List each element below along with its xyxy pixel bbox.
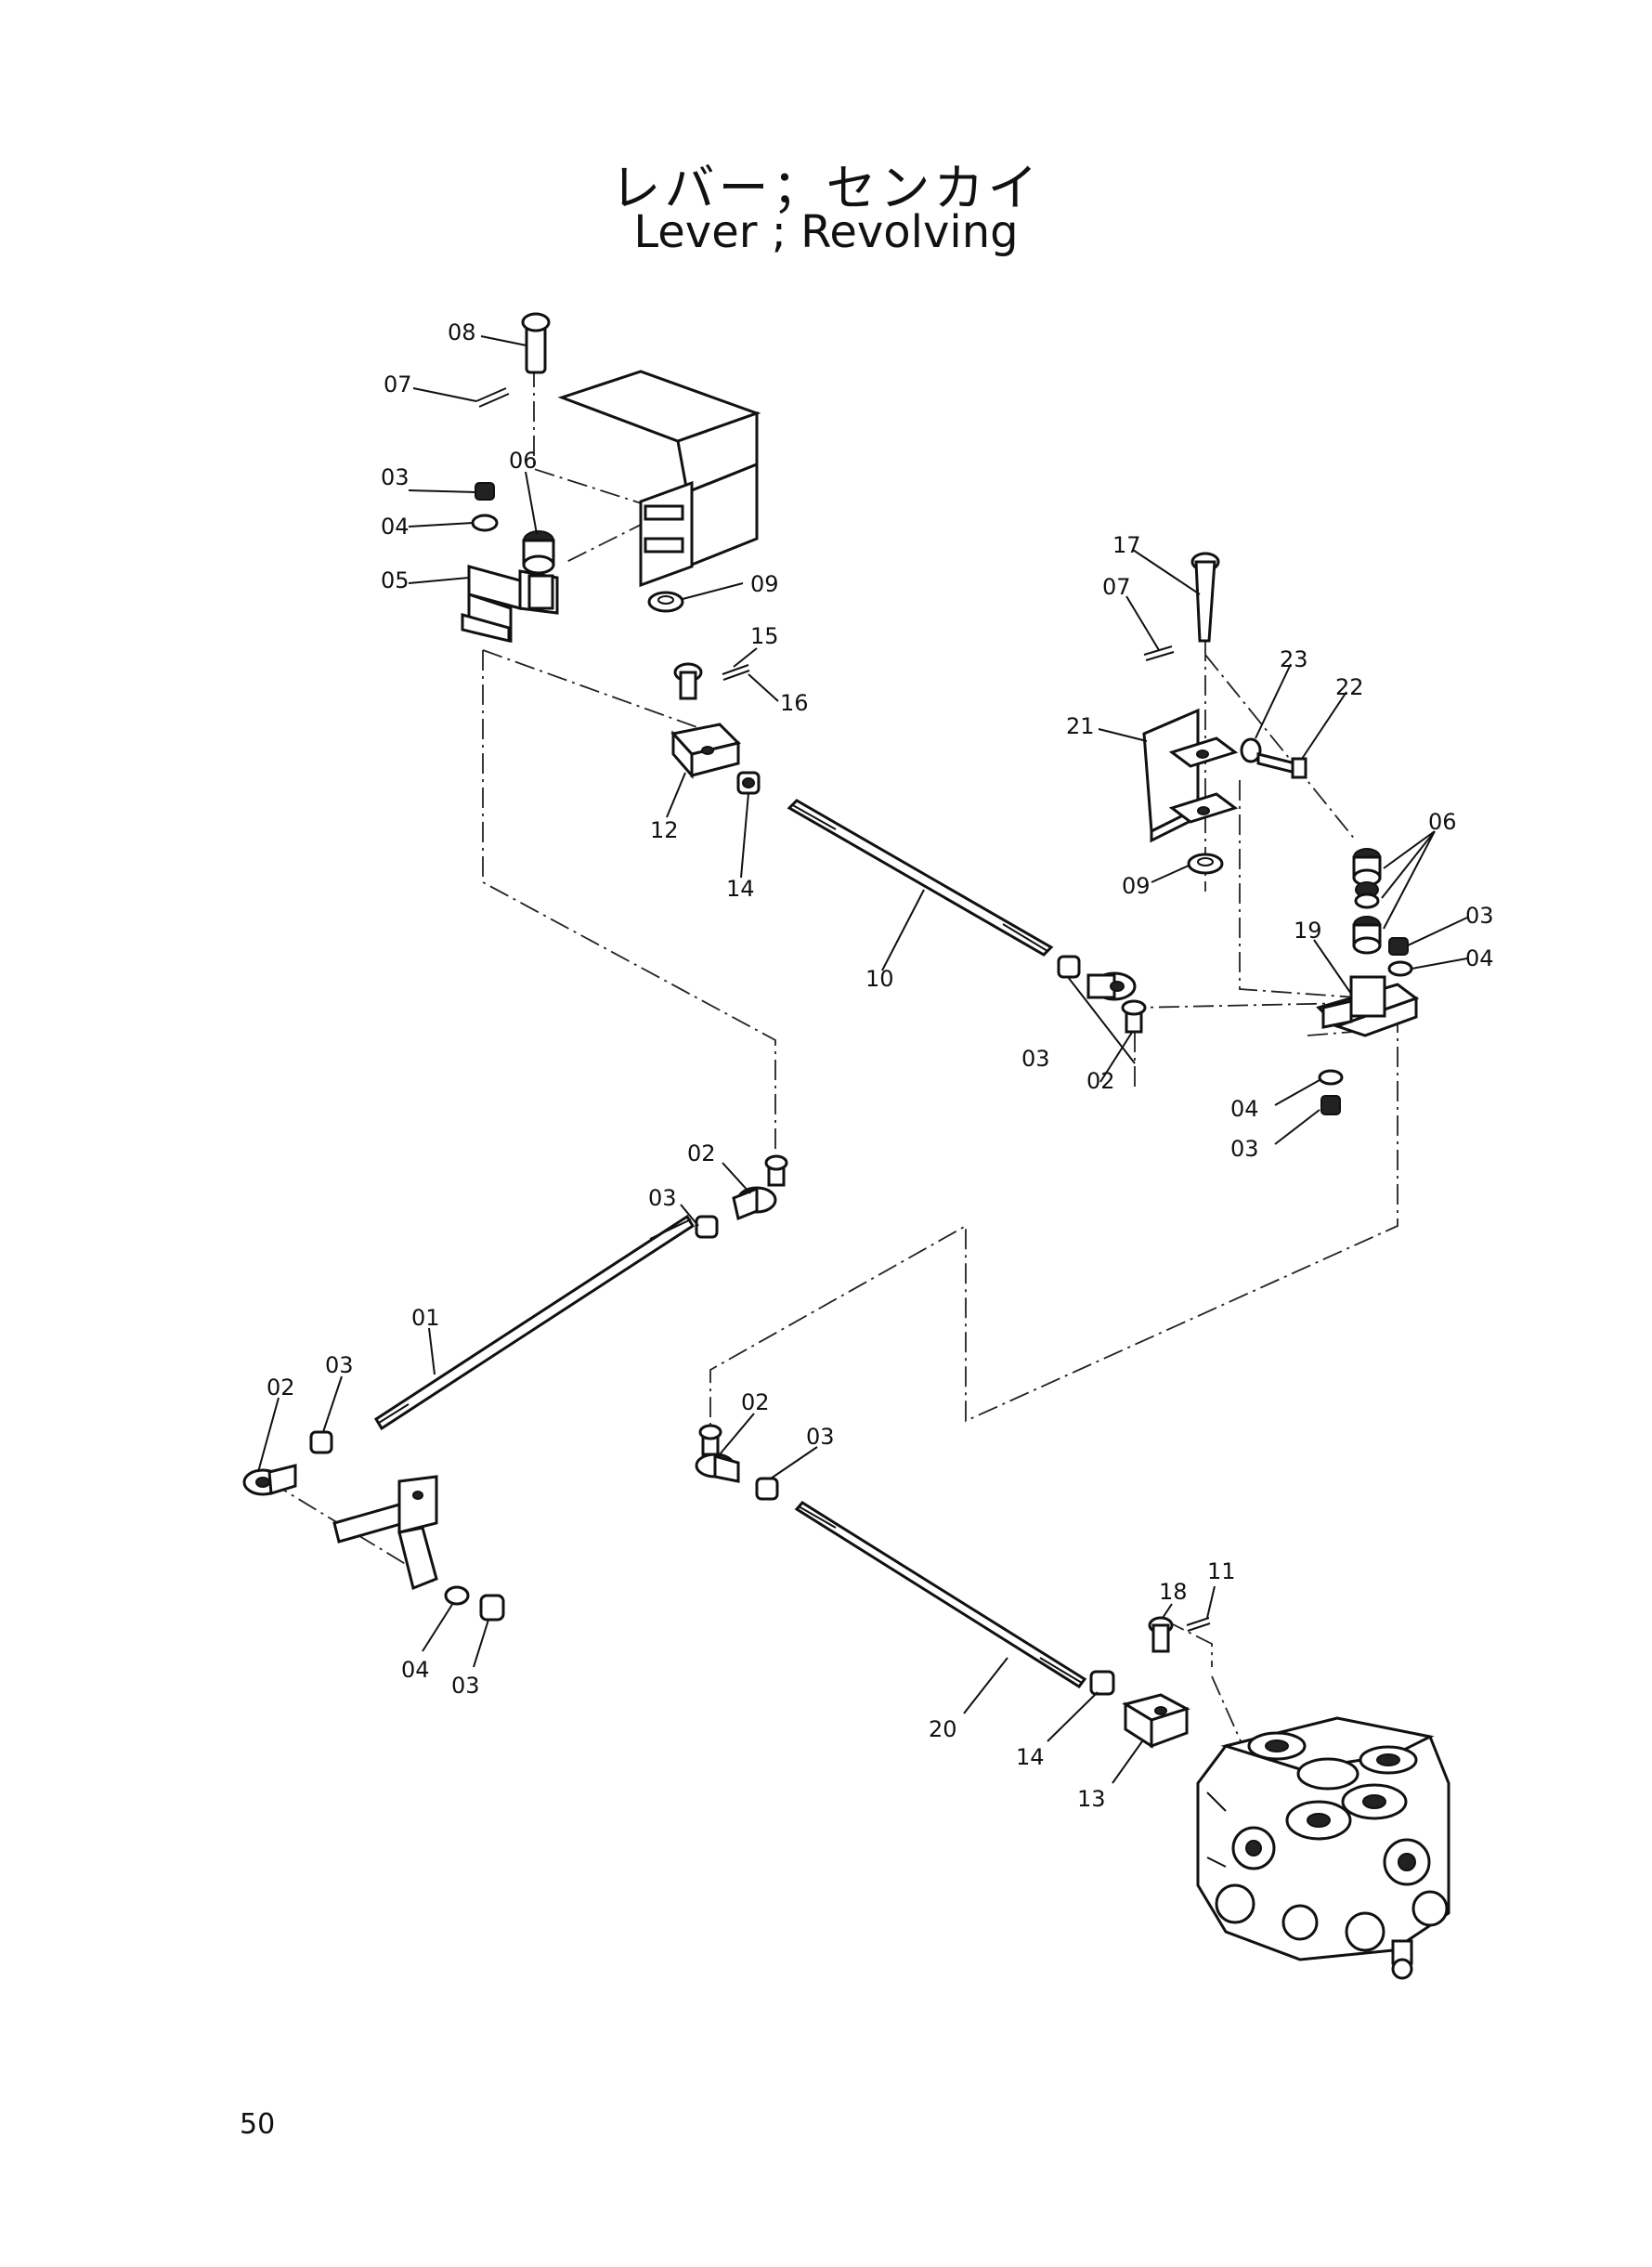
callout-21: 21 [1066,713,1095,739]
callout-22: 22 [1335,674,1364,700]
callout-18: 18 [1159,1579,1188,1605]
callout-23: 23 [1280,646,1308,672]
callout-03: 03 [806,1424,835,1450]
callout-14: 14 [1016,1744,1045,1770]
callout-10: 10 [865,966,894,992]
callout-03: 03 [1021,1046,1050,1072]
right-bracket-assembly [1142,552,1420,1115]
callout-14: 14 [726,876,755,902]
callout-16: 16 [780,690,809,716]
callout-02: 02 [1086,1068,1115,1094]
callout-11: 11 [1207,1558,1236,1584]
lower-left-rod-assembly [242,1154,788,1622]
callout-15: 15 [750,623,779,649]
callout-07: 07 [1102,574,1131,600]
callout-19: 19 [1294,918,1322,944]
leader-lines [257,335,1468,1784]
callout-20: 20 [929,1716,957,1742]
callout-03: 03 [648,1185,677,1211]
pedal-bracket-upper [461,312,761,644]
callout-12: 12 [650,817,679,843]
callout-04: 04 [381,514,410,540]
callout-06: 06 [1428,809,1457,835]
callout-03: 03 [381,464,410,490]
callout-05: 05 [381,567,410,593]
callout-03: 03 [1465,903,1494,929]
assembly-lines [268,367,1398,1761]
title-english: Lever ; Revolving [633,206,1019,258]
callout-13: 13 [1077,1786,1106,1812]
callout-04: 04 [1465,945,1494,971]
callout-17: 17 [1112,532,1141,558]
callout-06: 06 [509,448,538,474]
callout-07: 07 [384,371,412,397]
callout-03: 03 [1230,1136,1259,1162]
callout-labels: 08 07 03 06 04 05 09 15 16 12 14 10 03 0… [267,319,1494,1812]
callout-02: 02 [267,1375,295,1401]
callout-02: 02 [687,1140,716,1166]
callout-02: 02 [741,1389,770,1415]
callout-09: 09 [750,571,779,597]
title-japanese: レバー；センカイ [610,159,1042,217]
callout-08: 08 [448,319,476,345]
callout-03: 03 [325,1352,354,1378]
page-number: 50 [240,2108,276,2141]
control-valve-body [1196,1716,1450,1980]
callout-01: 01 [411,1305,440,1331]
callout-09: 09 [1122,873,1151,899]
callout-03: 03 [451,1673,480,1699]
lower-right-rod-assembly [695,1424,1211,1749]
callout-04: 04 [401,1657,430,1683]
callout-04: 04 [1230,1096,1259,1122]
